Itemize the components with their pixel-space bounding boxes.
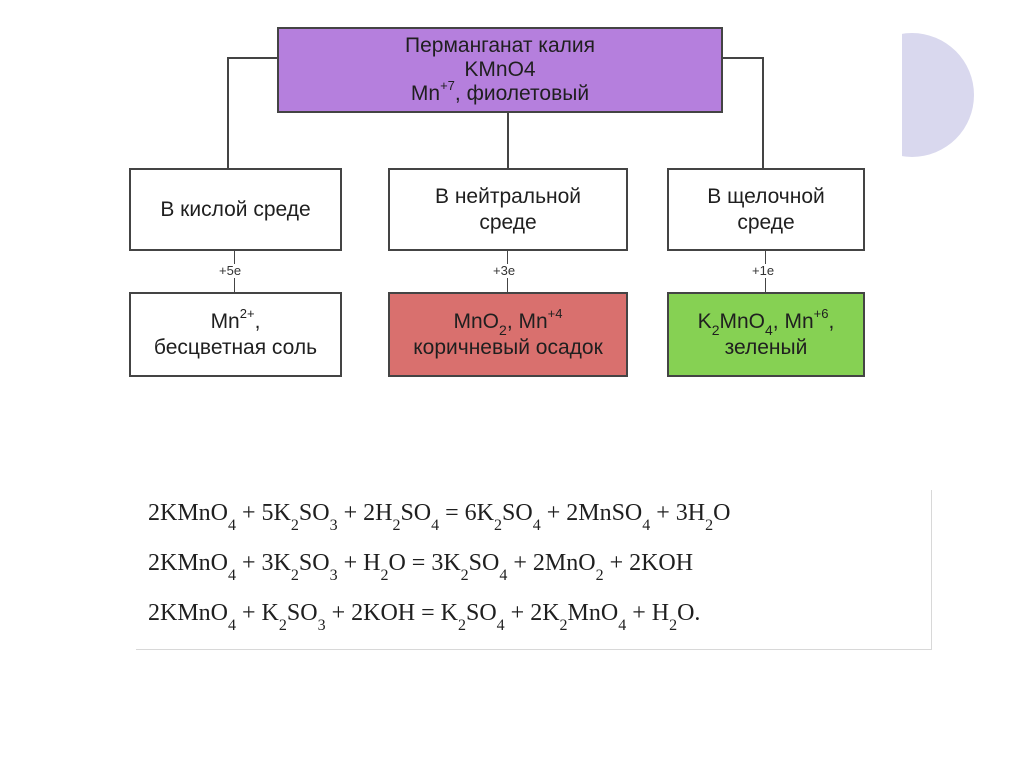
equation-text: + 3H — [650, 500, 706, 526]
decorative-mask — [850, 30, 902, 162]
medium-alkaline-box: В щелочной среде — [667, 168, 865, 251]
equation-text: O — [713, 500, 731, 526]
equation-subscript: 3 — [329, 566, 338, 584]
medium-neutral-line1: В нейтральной — [434, 184, 582, 208]
equation-subscript: 3 — [317, 616, 326, 634]
equation-subscript: 2 — [705, 516, 714, 534]
equation-text: + 2KOH — [603, 550, 694, 576]
equation-subscript: 2 — [669, 616, 678, 634]
equation-subscript: 4 — [618, 616, 627, 634]
permanganate-name: Перманганат калия — [405, 34, 595, 57]
product-neutral-box: MnO2, Mn+4 коричневый осадок — [388, 292, 628, 377]
equation-text: SO — [502, 500, 533, 526]
equation-subscript: 4 — [228, 566, 237, 584]
permanganate-oxidation: Mn+7, фиолетовый — [410, 78, 590, 105]
equation-text: O. — [677, 600, 701, 626]
electron-label-neutral: +3e — [492, 263, 517, 278]
equation-text: + 2K — [504, 600, 560, 626]
equation-text: 2KMnO — [148, 500, 229, 526]
equation-subscript: 2 — [380, 566, 389, 584]
equation-subscript: 2 — [457, 616, 466, 634]
equation-text: 2KMnO — [148, 600, 229, 626]
medium-alkaline-line1: В щелочной — [707, 184, 825, 208]
equation-text: + H — [337, 550, 381, 576]
equation-subscript: 2 — [392, 516, 401, 534]
product-acidic-box: Mn2+, бесцветная соль — [129, 292, 342, 377]
equation-text: + 3K — [236, 550, 291, 576]
equation-text: O = 3K — [388, 550, 461, 576]
equation-subscript: 2 — [494, 516, 503, 534]
equation-subscript: 2 — [460, 566, 469, 584]
equation-subscript: 2 — [290, 566, 299, 584]
electron-label-alkaline: +1e — [751, 263, 776, 278]
equation-subscript: 4 — [496, 616, 505, 634]
connector-right-h — [721, 57, 764, 59]
equation-text: MnO — [567, 600, 619, 626]
equation-alkaline: 2KMnO4 + K2SO3 + 2KOH = K2SO4 + 2K2MnO4 … — [148, 600, 701, 633]
equation-subscript: 4 — [642, 516, 651, 534]
equation-text: + 2MnO — [507, 550, 596, 576]
equation-text: SO — [468, 550, 500, 576]
equation-subscript: 4 — [532, 516, 541, 534]
connector-center-v — [507, 112, 509, 169]
equation-subscript: 2 — [559, 616, 568, 634]
equation-text: + H — [626, 600, 670, 626]
equation-text: + 2MnSO — [540, 500, 643, 526]
equation-text: + K — [236, 600, 279, 626]
equations-panel: 2KMnO4 + 5K2SO3 + 2H2SO4 = 6K2SO4 + 2MnS… — [136, 490, 932, 650]
equation-subscript: 4 — [228, 516, 237, 534]
connector-left-h — [227, 57, 279, 59]
equation-subscript: 2 — [290, 516, 299, 534]
equation-text: 2KMnO — [148, 550, 229, 576]
product-acidic-formula: Mn2+, — [210, 305, 261, 333]
equation-text: SO — [298, 550, 330, 576]
product-neutral-formula: MnO2, Mn+4 — [453, 305, 563, 338]
equation-subscript: 4 — [228, 616, 237, 634]
equation-acidic: 2KMnO4 + 5K2SO3 + 2H2SO4 = 6K2SO4 + 2MnS… — [148, 500, 731, 533]
permanganate-formula: KMnO4 — [464, 58, 536, 81]
equation-subscript: 4 — [499, 566, 508, 584]
equation-text: + 2H — [337, 500, 393, 526]
equation-subscript: 3 — [329, 516, 338, 534]
electron-label-acidic: +5e — [218, 263, 243, 278]
equation-text: + 5K — [236, 500, 291, 526]
permanganate-box: Перманганат калия KMnO4 Mn+7, фиолетовый — [277, 27, 723, 113]
equation-text: = 6K — [439, 500, 495, 526]
equation-text: SO — [298, 500, 330, 526]
equation-subscript: 4 — [431, 516, 440, 534]
equation-text: SO — [465, 600, 497, 626]
product-alkaline-box: K2MnO4, Mn+6, зеленый — [667, 292, 865, 377]
product-alkaline-desc: зеленый — [724, 335, 808, 359]
medium-neutral-line2: среде — [479, 210, 537, 234]
medium-alkaline-line2: среде — [737, 210, 795, 234]
medium-acidic-box: В кислой среде — [129, 168, 342, 251]
equation-neutral: 2KMnO4 + 3K2SO3 + H2O = 3K2SO4 + 2MnO2 +… — [148, 550, 694, 583]
equation-text: SO — [286, 600, 318, 626]
equation-subscript: 2 — [595, 566, 604, 584]
equation-text: + 2KOH = K — [325, 600, 458, 626]
connector-right-v — [762, 57, 764, 169]
equation-subscript: 2 — [278, 616, 287, 634]
product-acidic-desc: бесцветная соль — [153, 335, 318, 359]
connector-left-v — [227, 57, 229, 169]
medium-neutral-box: В нейтральной среде — [388, 168, 628, 251]
medium-acidic-label: В кислой среде — [160, 197, 311, 221]
product-alkaline-formula: K2MnO4, Mn+6, — [697, 305, 835, 338]
product-neutral-desc: коричневый осадок — [413, 335, 603, 359]
equation-text: SO — [400, 500, 432, 526]
